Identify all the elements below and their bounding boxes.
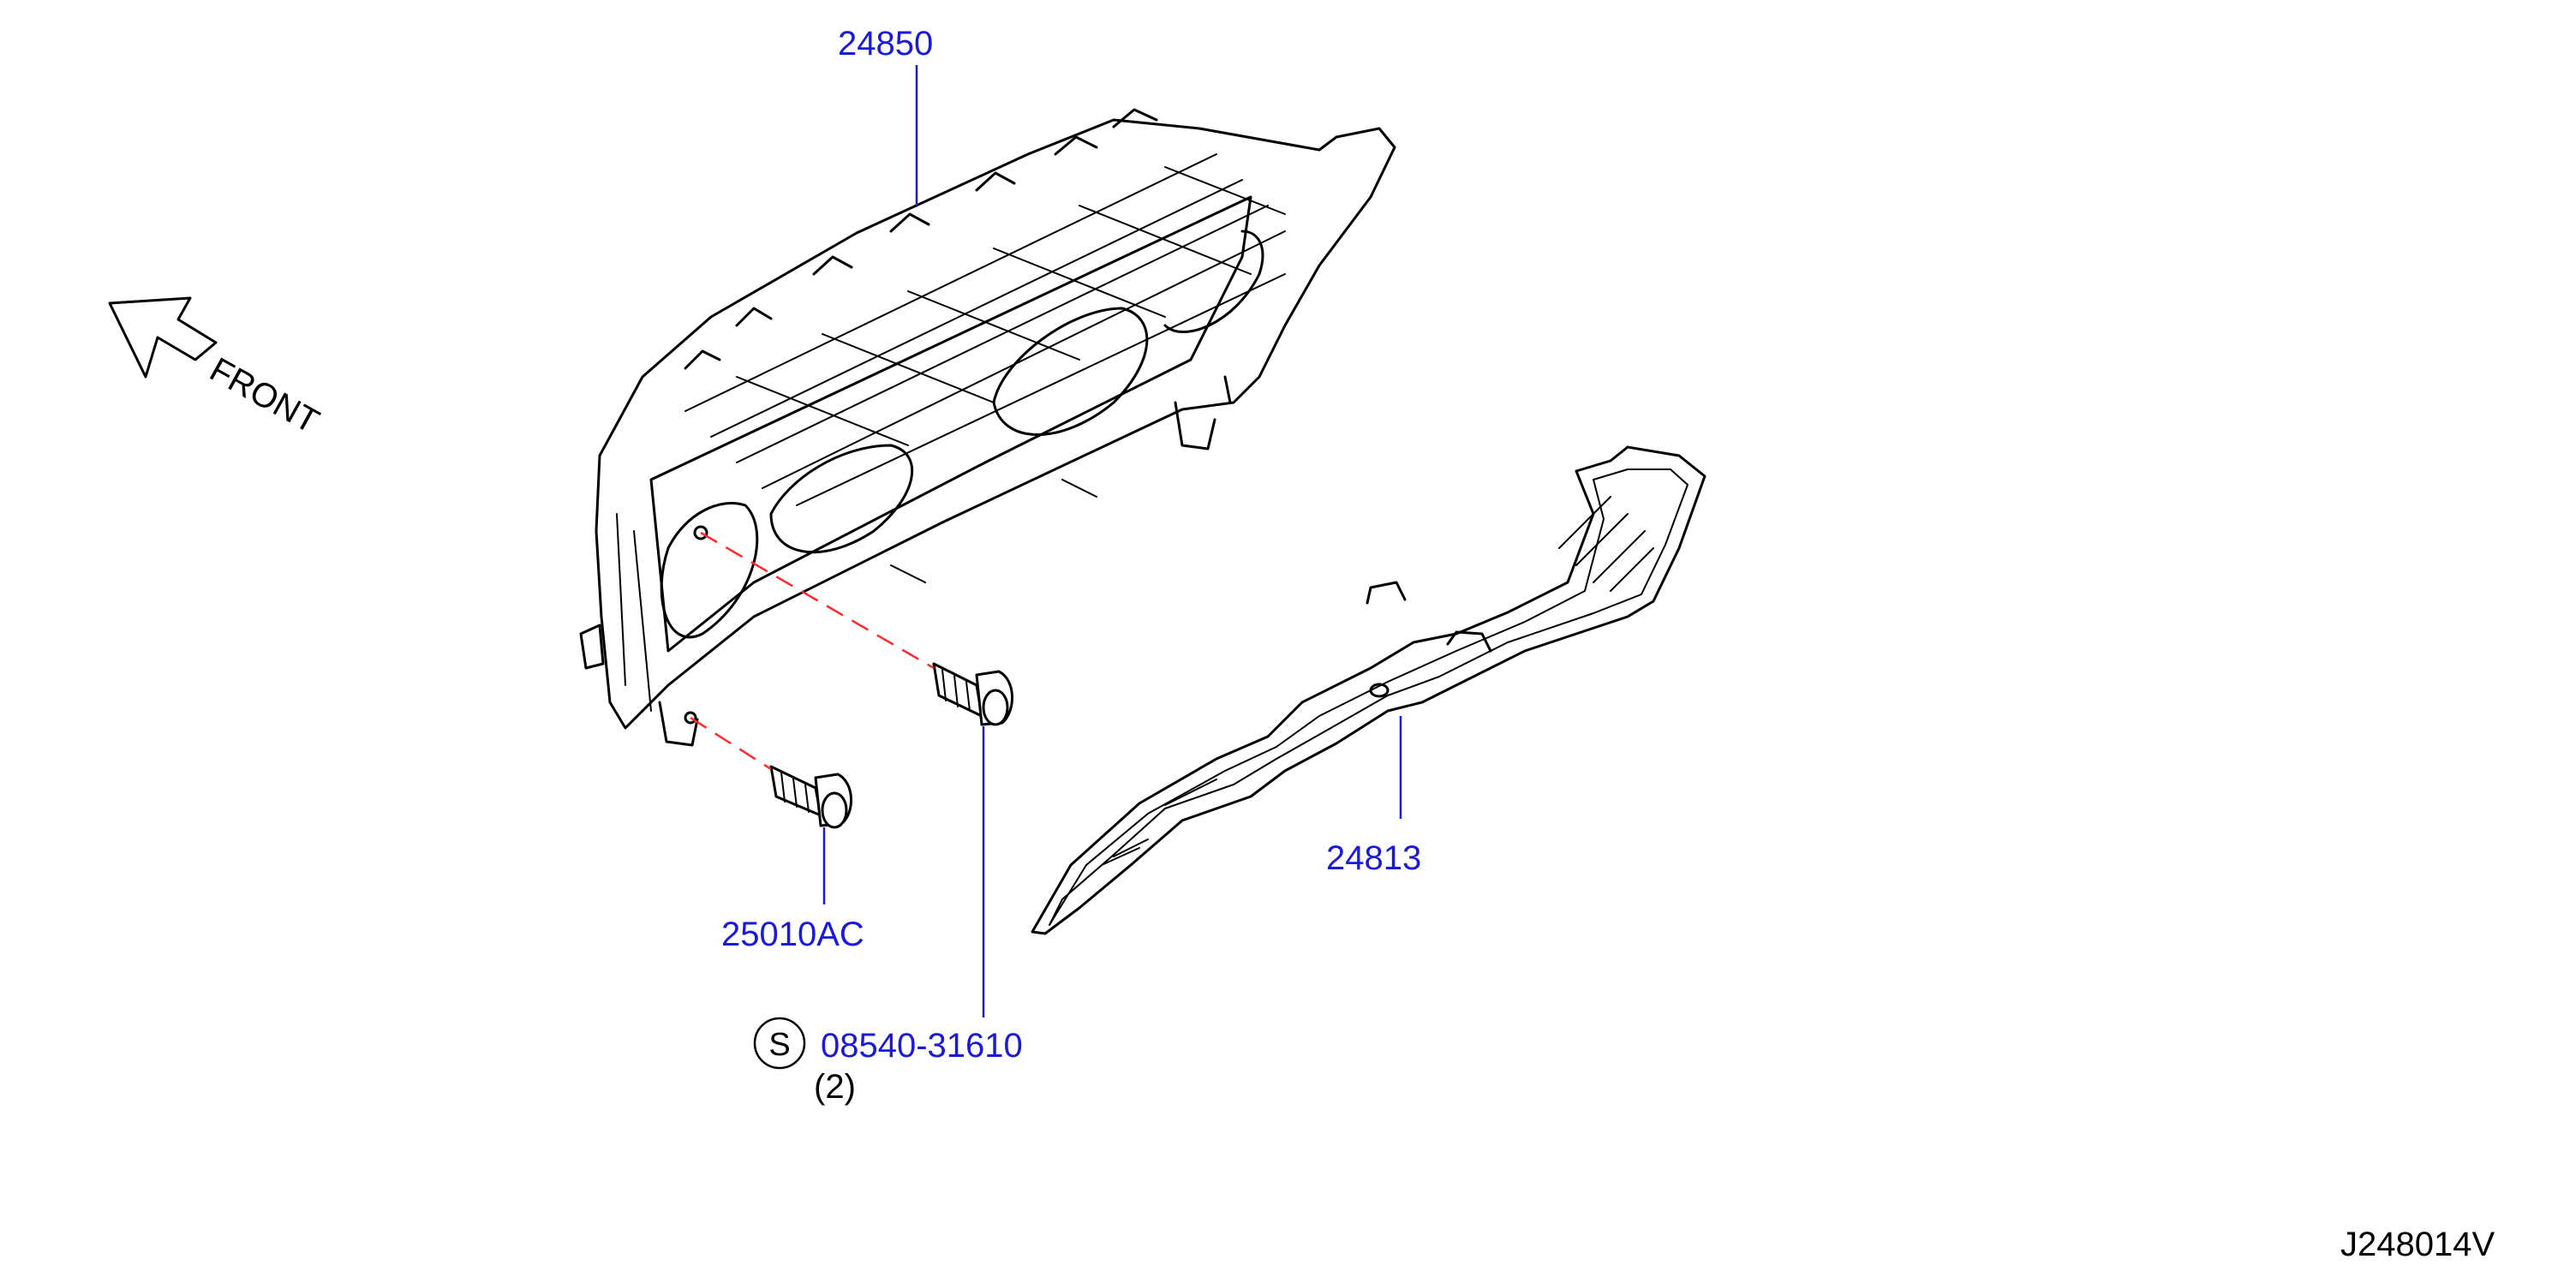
screw-08540-31610[interactable] bbox=[932, 662, 1013, 726]
cluster-housing-24850[interactable] bbox=[579, 108, 1396, 747]
part-number-24813[interactable]: 24813 bbox=[1326, 839, 1421, 877]
diagram-code: J248014V bbox=[2340, 1226, 2495, 1263]
part-number-08540-31610[interactable]: 08540-31610 bbox=[821, 1027, 1023, 1065]
screw-25010AC[interactable] bbox=[769, 765, 852, 829]
assembly-line-upper bbox=[700, 531, 935, 670]
quantity-label: (2) bbox=[814, 1068, 856, 1106]
lens-24813[interactable] bbox=[1031, 445, 1706, 935]
part-number-24850[interactable]: 24850 bbox=[838, 25, 933, 63]
front-arrow-icon bbox=[108, 296, 218, 379]
part-number-25010AC[interactable]: 25010AC bbox=[721, 916, 864, 953]
s-mark: S bbox=[768, 1027, 790, 1063]
front-label: FRONT bbox=[204, 350, 326, 440]
assembly-line-lower bbox=[690, 716, 772, 771]
s-circle-icon: S bbox=[753, 1017, 806, 1070]
